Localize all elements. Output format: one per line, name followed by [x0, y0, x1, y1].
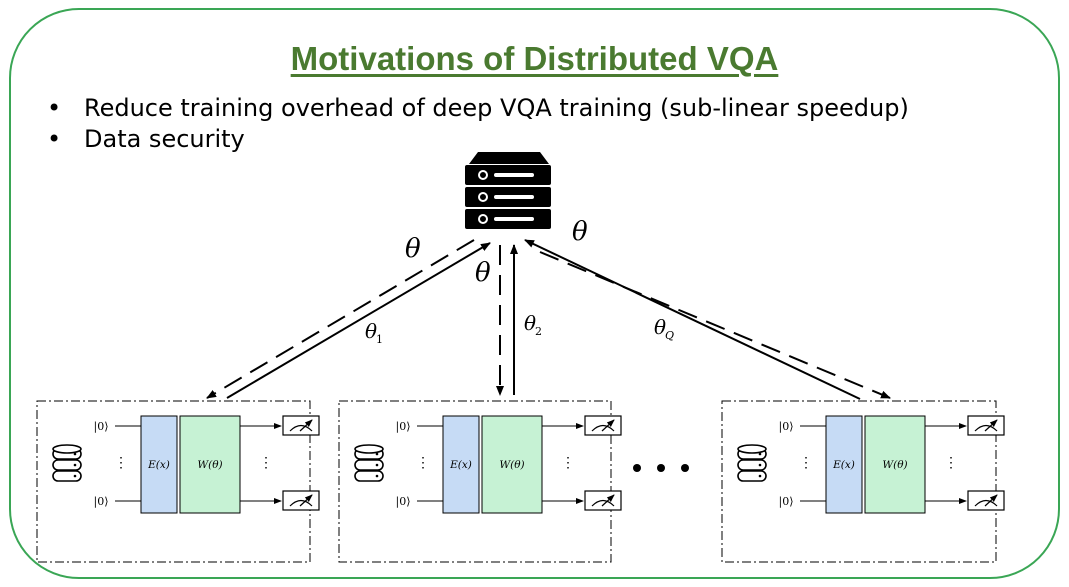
client-boundary — [721, 400, 997, 563]
encoder-label: E(x) — [449, 459, 472, 471]
page-title: Motivations of Distributed VQA — [290, 40, 779, 77]
ansatz-label: W(θ) — [882, 459, 907, 471]
vertical-dots-left: ⋮ — [114, 455, 128, 471]
ket-zero-bottom: |0⟩ — [779, 495, 794, 509]
client-box: |0⟩ |0⟩ ⋮ ⋮ E(x) W(θ) — [338, 400, 622, 563]
server-icon — [465, 152, 551, 229]
measurement-icon — [584, 490, 622, 511]
more-clients-ellipsis — [633, 464, 689, 472]
vertical-dots-left: ⋮ — [416, 455, 430, 471]
svg-text:θ: θ — [654, 315, 666, 339]
svg-text:1: 1 — [376, 333, 383, 346]
bullet-dot-icon: • — [47, 94, 62, 122]
theta-label-right: θ — [572, 217, 588, 247]
encoder-label: E(x) — [832, 459, 855, 471]
ansatz-label: W(θ) — [499, 459, 524, 471]
encoder-block — [140, 415, 178, 514]
bullet-dot-icon: • — [47, 125, 62, 153]
ansatz-block — [179, 415, 241, 514]
ket-zero-bottom: |0⟩ — [94, 495, 109, 509]
encoder-label: E(x) — [147, 459, 170, 471]
encoder-block — [442, 415, 480, 514]
measurement-icon — [584, 415, 622, 436]
theta-label-middle: θ — [475, 258, 491, 288]
database-icon — [737, 444, 767, 482]
ket-zero-top: |0⟩ — [94, 420, 109, 434]
theta-1-label: θ 1 — [365, 319, 383, 346]
measurement-icon — [282, 490, 320, 511]
bullet-text: Reduce training overhead of deep VQA tra… — [84, 94, 909, 122]
theta-q-label: θ Q — [654, 315, 674, 342]
theta-2-label: θ 2 — [524, 311, 542, 338]
solid-arrow-from-client-q — [524, 239, 861, 400]
rounded-frame — [9, 8, 1060, 579]
database-icon — [52, 444, 82, 482]
ansatz-block — [864, 415, 926, 514]
svg-text:θ: θ — [365, 319, 377, 343]
svg-text:θ: θ — [524, 311, 536, 335]
bullet-text: Data security — [84, 125, 245, 153]
dashed-arrow-to-client-q — [539, 251, 891, 399]
theta-label-left: θ — [405, 234, 421, 264]
measurement-icon — [282, 415, 320, 436]
measurement-icon — [967, 490, 1005, 511]
encoder-block — [825, 415, 863, 514]
solid-arrow-from-client-1 — [226, 242, 491, 399]
ansatz-label: W(θ) — [197, 459, 222, 471]
dashed-arrow-to-client-1 — [206, 239, 475, 399]
vertical-dots-right: ⋮ — [259, 455, 273, 471]
svg-text:Q: Q — [665, 329, 674, 342]
vertical-dots-left: ⋮ — [799, 455, 813, 471]
ket-zero-top: |0⟩ — [779, 420, 794, 434]
database-icon — [354, 444, 384, 482]
measurement-icon — [967, 415, 1005, 436]
client-box: |0⟩ |0⟩ ⋮ ⋮ E(x) W(θ) — [36, 400, 320, 563]
ket-zero-top: |0⟩ — [396, 420, 411, 434]
svg-text:2: 2 — [535, 325, 542, 338]
ansatz-block — [481, 415, 543, 514]
client-box: |0⟩ |0⟩ ⋮ ⋮ E(x) W(θ) — [721, 400, 1005, 563]
client-boundary — [36, 400, 311, 563]
ket-zero-bottom: |0⟩ — [396, 495, 411, 509]
client-boundary — [338, 400, 612, 563]
vertical-dots-right: ⋮ — [561, 455, 575, 471]
vertical-dots-right: ⋮ — [944, 455, 958, 471]
